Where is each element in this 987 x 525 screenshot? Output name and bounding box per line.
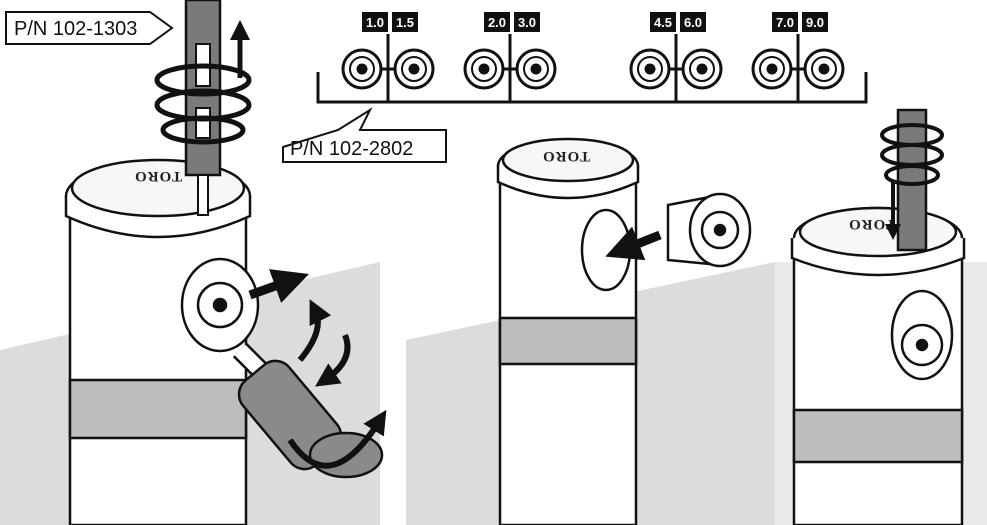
tool-part-number: P/N 102-1303: [14, 18, 137, 40]
size-label-4-5: 4.5: [654, 15, 672, 30]
nozzle-left: [182, 259, 258, 351]
size-label-1-0: 1.0: [366, 15, 384, 30]
nozzle-icon-4-5: [631, 50, 669, 88]
size-label-6-0: 6.0: [684, 15, 702, 30]
nozzle-part-callout: P/N 102-2802: [283, 110, 446, 162]
nozzle-icon-2-0: [465, 50, 503, 88]
size-label-2-0: 2.0: [488, 15, 506, 30]
size-label-9-0: 9.0: [806, 15, 824, 30]
nozzle-part-number: P/N 102-2802: [290, 138, 413, 160]
sprinkler-body-middle: [498, 139, 638, 525]
brand-mark-left: TORO: [134, 168, 182, 184]
brand-mark-middle: TORO: [542, 148, 590, 164]
nozzle-icons: [343, 50, 843, 88]
nozzle-size-badges: 1.0 1.5 2.0 3.0 4.5 6.0 7.0 9.0: [362, 12, 828, 32]
nozzle-icon-3-0: [517, 50, 555, 88]
brand-mark-right: TORO: [848, 216, 896, 232]
nozzle-icon-7-0: [753, 50, 791, 88]
size-label-1-5: 1.5: [396, 15, 414, 30]
nozzle-icon-1-0: [343, 50, 381, 88]
sprinkler-body-right: [792, 208, 964, 525]
nozzle-middle: [668, 194, 750, 266]
nozzle-tool-right: [898, 110, 926, 250]
size-label-3-0: 3.0: [518, 15, 536, 30]
nozzle-icon-6-0: [683, 50, 721, 88]
size-label-7-0: 7.0: [776, 15, 794, 30]
tool-part-callout: P/N 102-1303: [6, 12, 172, 44]
nozzle-icon-9-0: [805, 50, 843, 88]
nozzle-icon-1-5: [395, 50, 433, 88]
